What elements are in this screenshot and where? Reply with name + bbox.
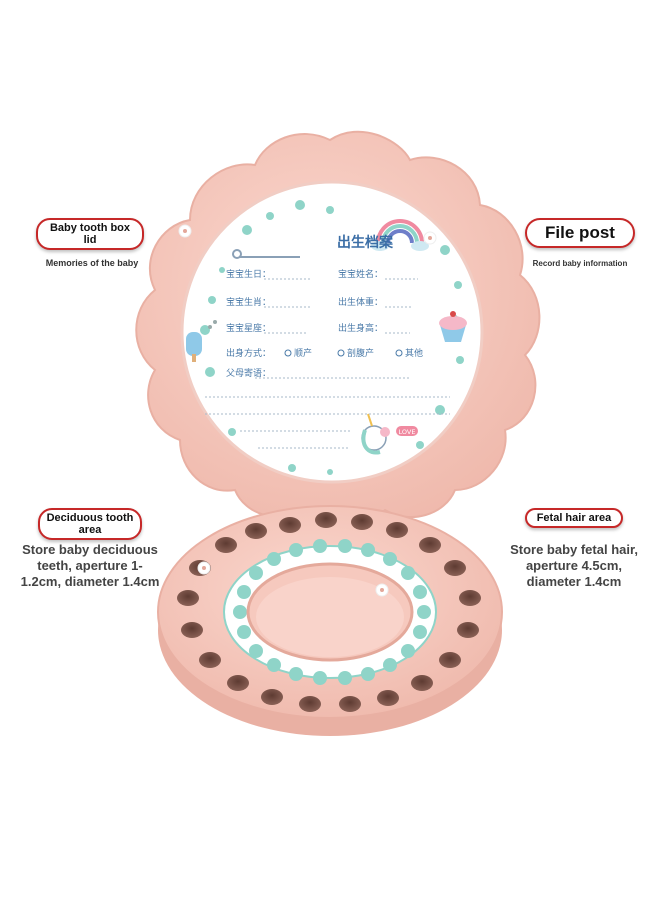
teeth-label: Deciduous tooth area (38, 508, 142, 540)
field-birthday: 宝宝生日： (226, 268, 271, 280)
cupcake-icon (439, 311, 467, 342)
lid-label: Baby tooth box lid (36, 218, 144, 250)
field-delivery: 出身方式： (226, 347, 271, 359)
lid-label-text: Baby tooth box lid (49, 222, 131, 246)
field-name: 宝宝姓名： (338, 268, 383, 280)
hair-caption: Store baby fetal hair, aperture 4.5cm, d… (510, 542, 638, 589)
field-zodiac: 宝宝生肖： (226, 296, 271, 308)
field-constellation: 宝宝星座： (226, 322, 271, 334)
magnifier-icon (232, 249, 300, 259)
love-text: LOVE (399, 428, 416, 436)
pointer-dots (178, 224, 437, 597)
box-base (157, 505, 503, 736)
option-cesarean: 剖腹产 (347, 347, 374, 359)
hair-label-text: Fetal hair area (536, 512, 612, 524)
file-label: File post (525, 218, 635, 248)
field-height: 出生身高： (338, 322, 383, 334)
field-weight: 出生体重： (338, 296, 383, 308)
file-label-text: File post (545, 223, 615, 242)
hair-compartment-floor (256, 577, 404, 657)
tooth-holes (177, 512, 481, 712)
card-lines (205, 278, 450, 449)
tooth-label-dots (233, 539, 431, 685)
option-natural: 顺产 (294, 347, 312, 359)
field-message: 父母寄语： (226, 367, 271, 379)
popsicle-icon (186, 320, 217, 362)
card-dots (200, 200, 464, 475)
card-text: 出生档案 宝宝生日： 宝宝姓名： 宝宝生肖： 出生体重： 宝宝星座： 出生身高：… (226, 234, 423, 379)
hair-label: Fetal hair area (525, 508, 623, 528)
lid-caption: Memories of the baby (45, 258, 139, 268)
box-lid: LOVE 出生档案 宝宝生日： 宝宝姓名： 宝宝生肖： 出生体重： 宝宝星座： … (135, 130, 541, 526)
teeth-caption: Store baby deciduous teeth, aperture 1-1… (20, 542, 160, 589)
unicorn-icon (361, 413, 390, 455)
love-badge: LOVE (396, 426, 418, 436)
teeth-label-text: Deciduous tooth area (46, 512, 134, 536)
rainbow-icon (371, 219, 429, 251)
option-other: 其他 (405, 347, 423, 359)
card-title: 出生档案 (337, 234, 394, 251)
file-caption: Record baby information (532, 259, 628, 268)
